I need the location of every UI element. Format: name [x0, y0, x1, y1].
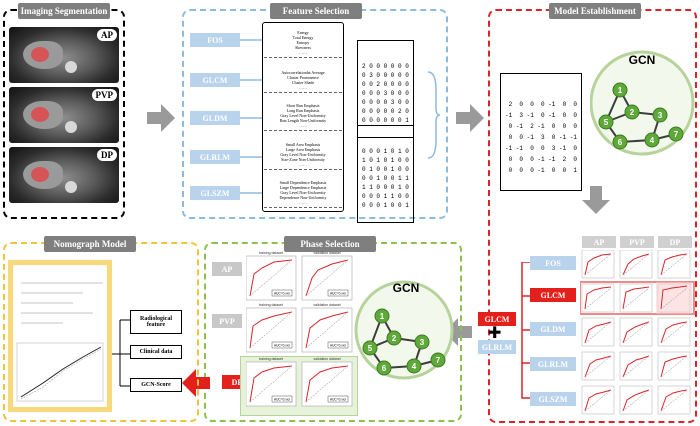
nomo-box-clinical: Clinical data: [130, 345, 182, 359]
nomo-connectors: [112, 319, 130, 387]
nomo-box-radiological: Radiological feature: [130, 310, 182, 334]
feature-btn-gldm: GLDM: [190, 111, 240, 125]
arrow-model-down: [582, 186, 610, 214]
svg-text:3: 3: [420, 338, 425, 347]
imaging-segmentation-title: Imaging Segmentation: [18, 3, 110, 19]
feature-btn-glcm: GLCM: [190, 73, 240, 87]
phase-tag-ap: AP: [97, 29, 117, 41]
gcn-label-top: GCN: [629, 53, 656, 67]
svg-text:1: 1: [380, 312, 385, 321]
arrow-phase-to-nomo: [182, 369, 210, 397]
svg-text:3: 3: [658, 111, 663, 120]
model-row-fos: FOS: [530, 256, 576, 270]
phase-label-ap: AP: [212, 262, 242, 276]
gcn-label-phase: GCN: [393, 281, 420, 295]
feature-btn-glrlm: GLRLM: [190, 150, 240, 164]
model-header-dp: DP: [658, 236, 692, 248]
svg-text:AUC=0.xxx: AUC=0.xxx: [330, 344, 346, 348]
phase-roc-plots: training dataset validation dataset trai…: [246, 251, 353, 407]
svg-text:training dataset: training dataset: [259, 251, 283, 255]
model-roc-grid: [580, 250, 695, 415]
matrix-brace: [427, 71, 441, 159]
feature-btn-glszm: GLSZM: [190, 186, 240, 200]
model-header-ap: AP: [582, 236, 616, 248]
svg-text:1: 1: [618, 86, 623, 95]
model-row-glszm: GLSZM: [530, 392, 576, 406]
ct-image-ap: AP: [9, 27, 119, 83]
feature-list-frame: [262, 22, 344, 212]
model-row-bracket: [521, 262, 530, 399]
nomo-box-gcn-score: GCN-Score: [130, 378, 182, 392]
model-row-glrlm: GLRLM: [530, 357, 576, 371]
model-row-glcm: GLCM: [530, 288, 576, 302]
model-header-pvp: PVP: [620, 236, 654, 248]
phase-tag-pvp: PVP: [91, 89, 117, 101]
ct-image-dp: DP: [9, 147, 119, 203]
svg-text:6: 6: [618, 138, 623, 147]
svg-text:2: 2: [392, 334, 397, 343]
model-row-gldm: GLDM: [530, 322, 576, 336]
svg-text:7: 7: [674, 130, 679, 139]
svg-text:AUC=0.xxx: AUC=0.xxx: [274, 344, 290, 348]
phase-tag-dp: DP: [97, 149, 117, 161]
svg-text:AUC=0.xxx: AUC=0.xxx: [330, 398, 346, 402]
laplacian-matrix: 2 0 0 0 -1 0 0-1 3 -1 0 -1 0 0 0 -1 2 -1…: [500, 73, 583, 191]
svg-text:4: 4: [412, 362, 417, 371]
feature-selection-title: Feature Selection: [270, 3, 362, 19]
svg-text:5: 5: [604, 118, 609, 127]
phase-label-pvp: PVP: [212, 314, 242, 328]
nomograph-title: Nomograph Model: [44, 236, 136, 252]
model-establishment-title: Model Establishment: [549, 3, 641, 19]
feature-connectors: [240, 39, 262, 194]
phase-side-tag-glcm: GLCM: [478, 312, 516, 326]
phase-selection-title: Phase Selection: [284, 236, 376, 252]
phase-side-tag-glrlm: GLRLM: [478, 340, 516, 354]
svg-text:2: 2: [630, 108, 635, 117]
svg-text:validation dataset: validation dataset: [313, 357, 340, 361]
svg-text:4: 4: [650, 136, 655, 145]
svg-text:validation dataset: validation dataset: [313, 303, 340, 307]
svg-text:5: 5: [368, 344, 373, 353]
feature-btn-fos: FOS: [190, 33, 240, 47]
nomograph-plot: [8, 260, 112, 412]
svg-text:6: 6: [382, 364, 387, 373]
ct-image-pvp: PVP: [9, 87, 119, 143]
gcn-graph-phase: GCN 1 2 3 4 5 6 7: [354, 280, 454, 380]
svg-text:AUC=0.xxx: AUC=0.xxx: [274, 398, 290, 402]
svg-text:7: 7: [436, 356, 441, 365]
svg-text:training dataset: training dataset: [259, 357, 283, 361]
arrow-feature-to-model: [456, 104, 484, 132]
svg-text:AUC=0.xxx: AUC=0.xxx: [274, 292, 290, 296]
svg-text:validation dataset: validation dataset: [313, 251, 340, 255]
svg-text:AUC=0.xxx: AUC=0.xxx: [330, 292, 346, 296]
gcn-graph-top: GCN 1 2 3 4 5 6 7: [590, 50, 695, 156]
arrow-imaging-to-feature: [147, 104, 175, 132]
svg-text:training dataset: training dataset: [259, 303, 283, 307]
plus-icon: ✚: [488, 323, 502, 342]
